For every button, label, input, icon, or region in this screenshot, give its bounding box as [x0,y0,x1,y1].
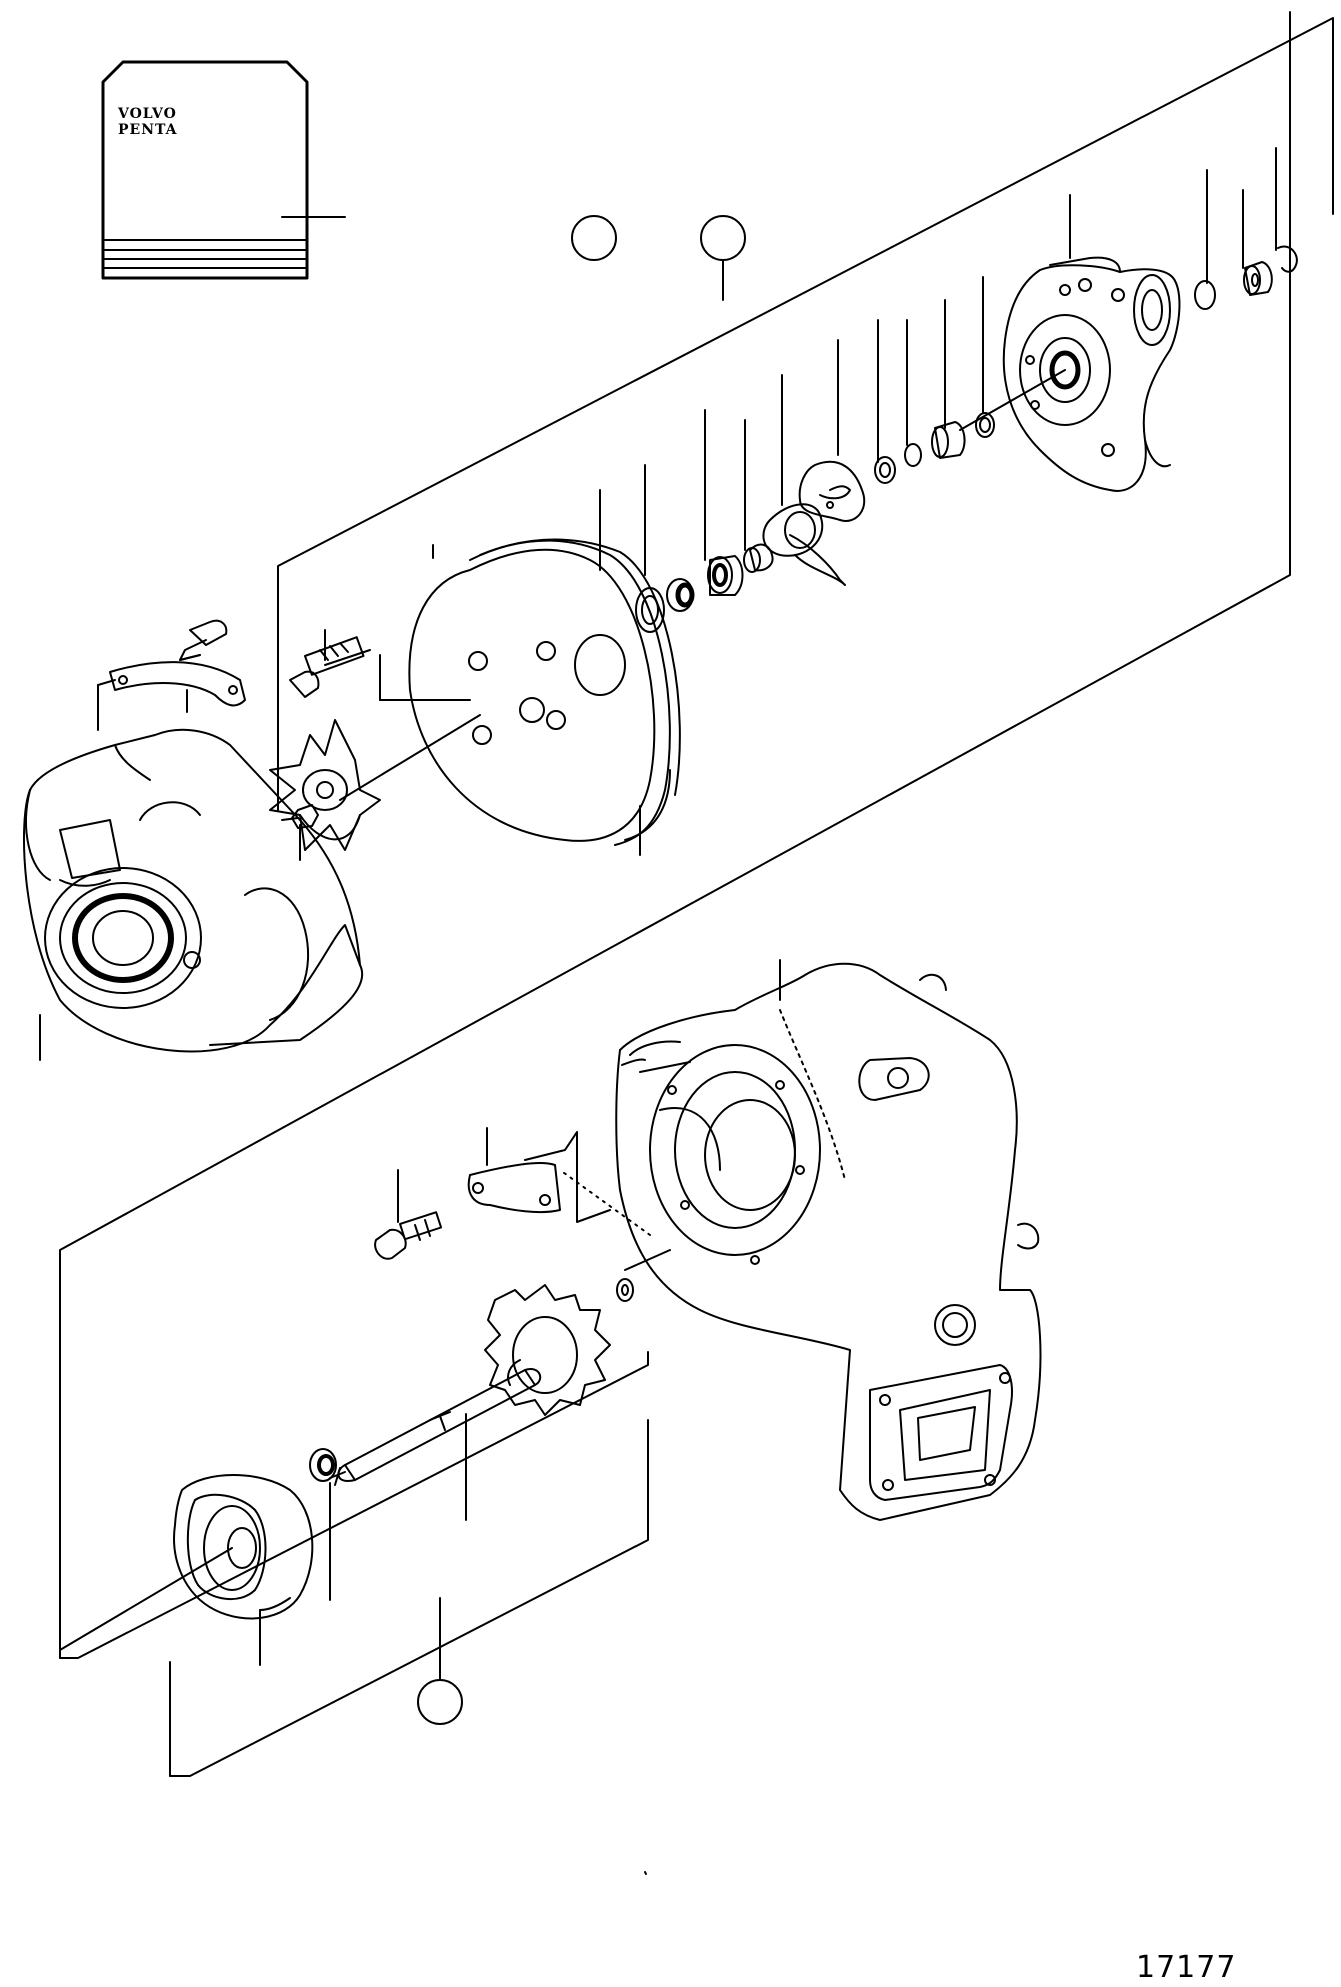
manual-brand-line-2: PENTA [118,122,178,138]
seal-ring [644,464,695,612]
o-ring-seal [599,489,665,633]
piston-ring [1194,169,1216,310]
thrust-collar [762,374,846,586]
cap-screw [179,619,228,661]
piston-ring-lower [309,1448,337,1601]
clamp-plate [97,661,246,713]
turbine-group-frame [169,1419,649,1777]
hex-bolt [374,1169,443,1260]
housing-bolt [289,629,471,701]
snap-ring [975,276,995,438]
heat-shield [59,1474,314,1666]
retaining-ring [874,319,896,484]
bearing-housing [959,194,1181,492]
journal-bearing [931,299,966,459]
thrust-bearing [798,339,866,522]
spacer-sleeve [704,409,744,596]
reference-circle-icon [700,215,746,261]
lock-nut [281,804,319,829]
circlip [1275,147,1298,273]
snap-ring [904,319,922,467]
compressor-wheel [269,714,481,861]
lower-clamp-plate [467,1127,611,1223]
drawing-number: 17177 [1136,1950,1237,1985]
assembly-bracket-frame [59,11,1291,1659]
seal-bushing [1242,189,1273,296]
manual-brand-line-1: VOLVO [117,106,177,122]
reference-circle-icon [571,215,617,261]
turbine-wheel-shaft [329,1284,611,1521]
compressor-housing [23,684,364,1061]
flinger [743,419,774,573]
compressor-group-frame [277,17,1334,811]
turbine-housing [615,959,1042,1521]
washer [616,1249,671,1302]
service-manual-icon [101,60,346,280]
reference-circle-icon [417,1679,463,1725]
back-plate [408,538,681,856]
